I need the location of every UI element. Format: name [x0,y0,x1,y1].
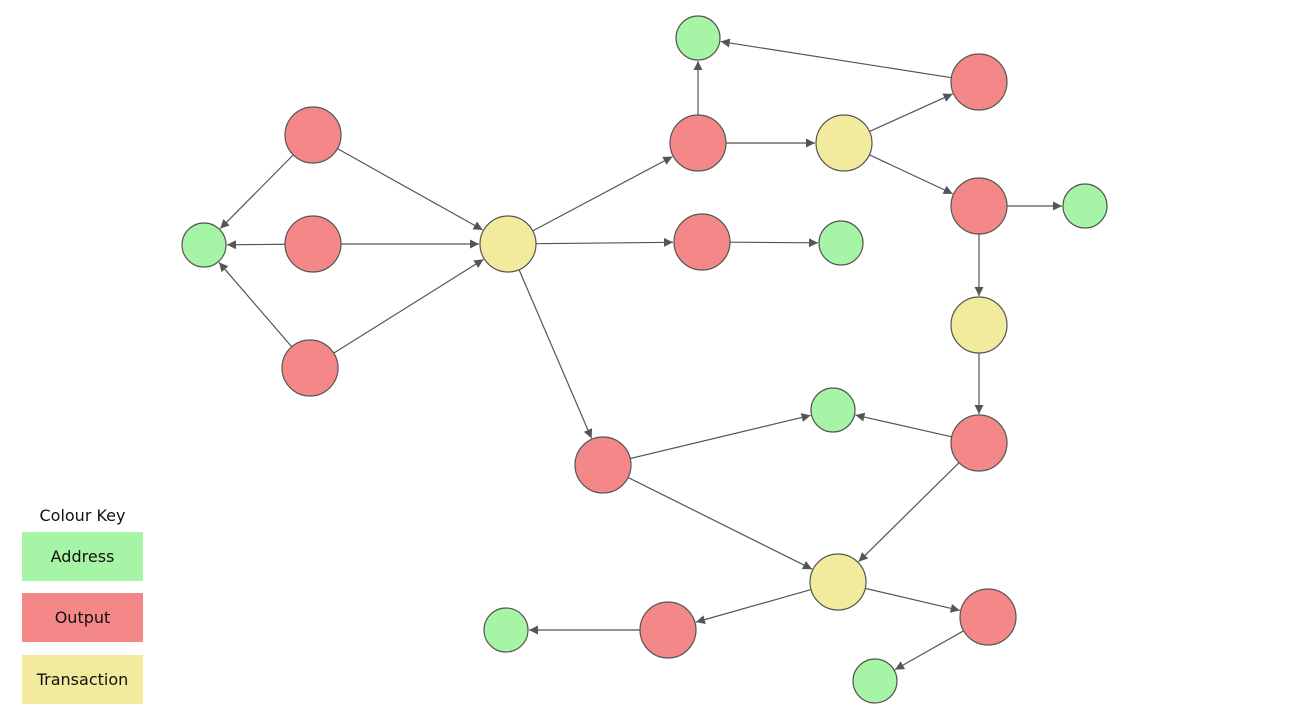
output-node-o8 [950,414,1008,472]
edge-o1-to-a1 [219,154,294,230]
transaction-node-t4 [809,553,867,611]
output-node-o4 [669,114,727,172]
output-node-o7 [673,213,731,271]
edge-t4-to-o10 [695,589,812,625]
output-node-o2 [284,215,342,273]
output-node-o3 [281,339,339,397]
key-address-label: Address [50,547,115,566]
key-address: Address [22,532,143,581]
address-node-a5 [810,387,856,433]
edge-o8-to-t4 [858,462,960,563]
edge-o11-to-a7 [894,630,964,671]
output-node-o10 [639,601,697,659]
output-node-o11 [959,588,1017,646]
edge-o3-to-a1 [218,262,293,348]
address-node-a2 [675,15,721,61]
key-transaction-label: Transaction [36,670,129,689]
edge-t1-to-o9 [518,269,593,439]
edge-t1-to-o4 [532,156,673,232]
address-node-a3 [818,220,864,266]
output-node-o5 [950,53,1008,111]
edge-t4-to-o11 [865,587,960,613]
address-node-a4 [1062,183,1108,229]
edge-o3-to-t1 [333,258,484,354]
colour-key-title: Colour Key [39,506,126,525]
address-node-a6 [483,607,529,653]
address-node-a1 [181,222,227,268]
output-node-o6 [950,177,1008,235]
edge-o1-to-t1 [337,148,483,231]
edge-t1-to-o7 [535,237,674,247]
transaction-node-t3 [950,296,1008,354]
transaction-node-t1 [479,215,537,273]
edge-o5-to-a2 [720,38,952,79]
edge-o7-to-a3 [729,238,819,248]
key-output: Output [22,593,143,642]
edge-o8-to-a5 [855,412,952,438]
address-node-a7 [852,658,898,704]
edge-o9-to-a5 [630,413,811,460]
key-output-label: Output [54,608,111,627]
nodes-layer [181,15,1108,704]
edge-t2-to-o5 [869,93,953,133]
output-node-o1 [284,106,342,164]
edge-o9-to-t4 [627,476,813,570]
edges-layer [218,38,1062,671]
key-transaction: Transaction [22,655,143,704]
edge-o2-to-a1 [226,240,286,250]
output-node-o9 [574,436,632,494]
transaction-node-t2 [815,114,873,172]
edge-t2-to-o6 [869,154,953,195]
